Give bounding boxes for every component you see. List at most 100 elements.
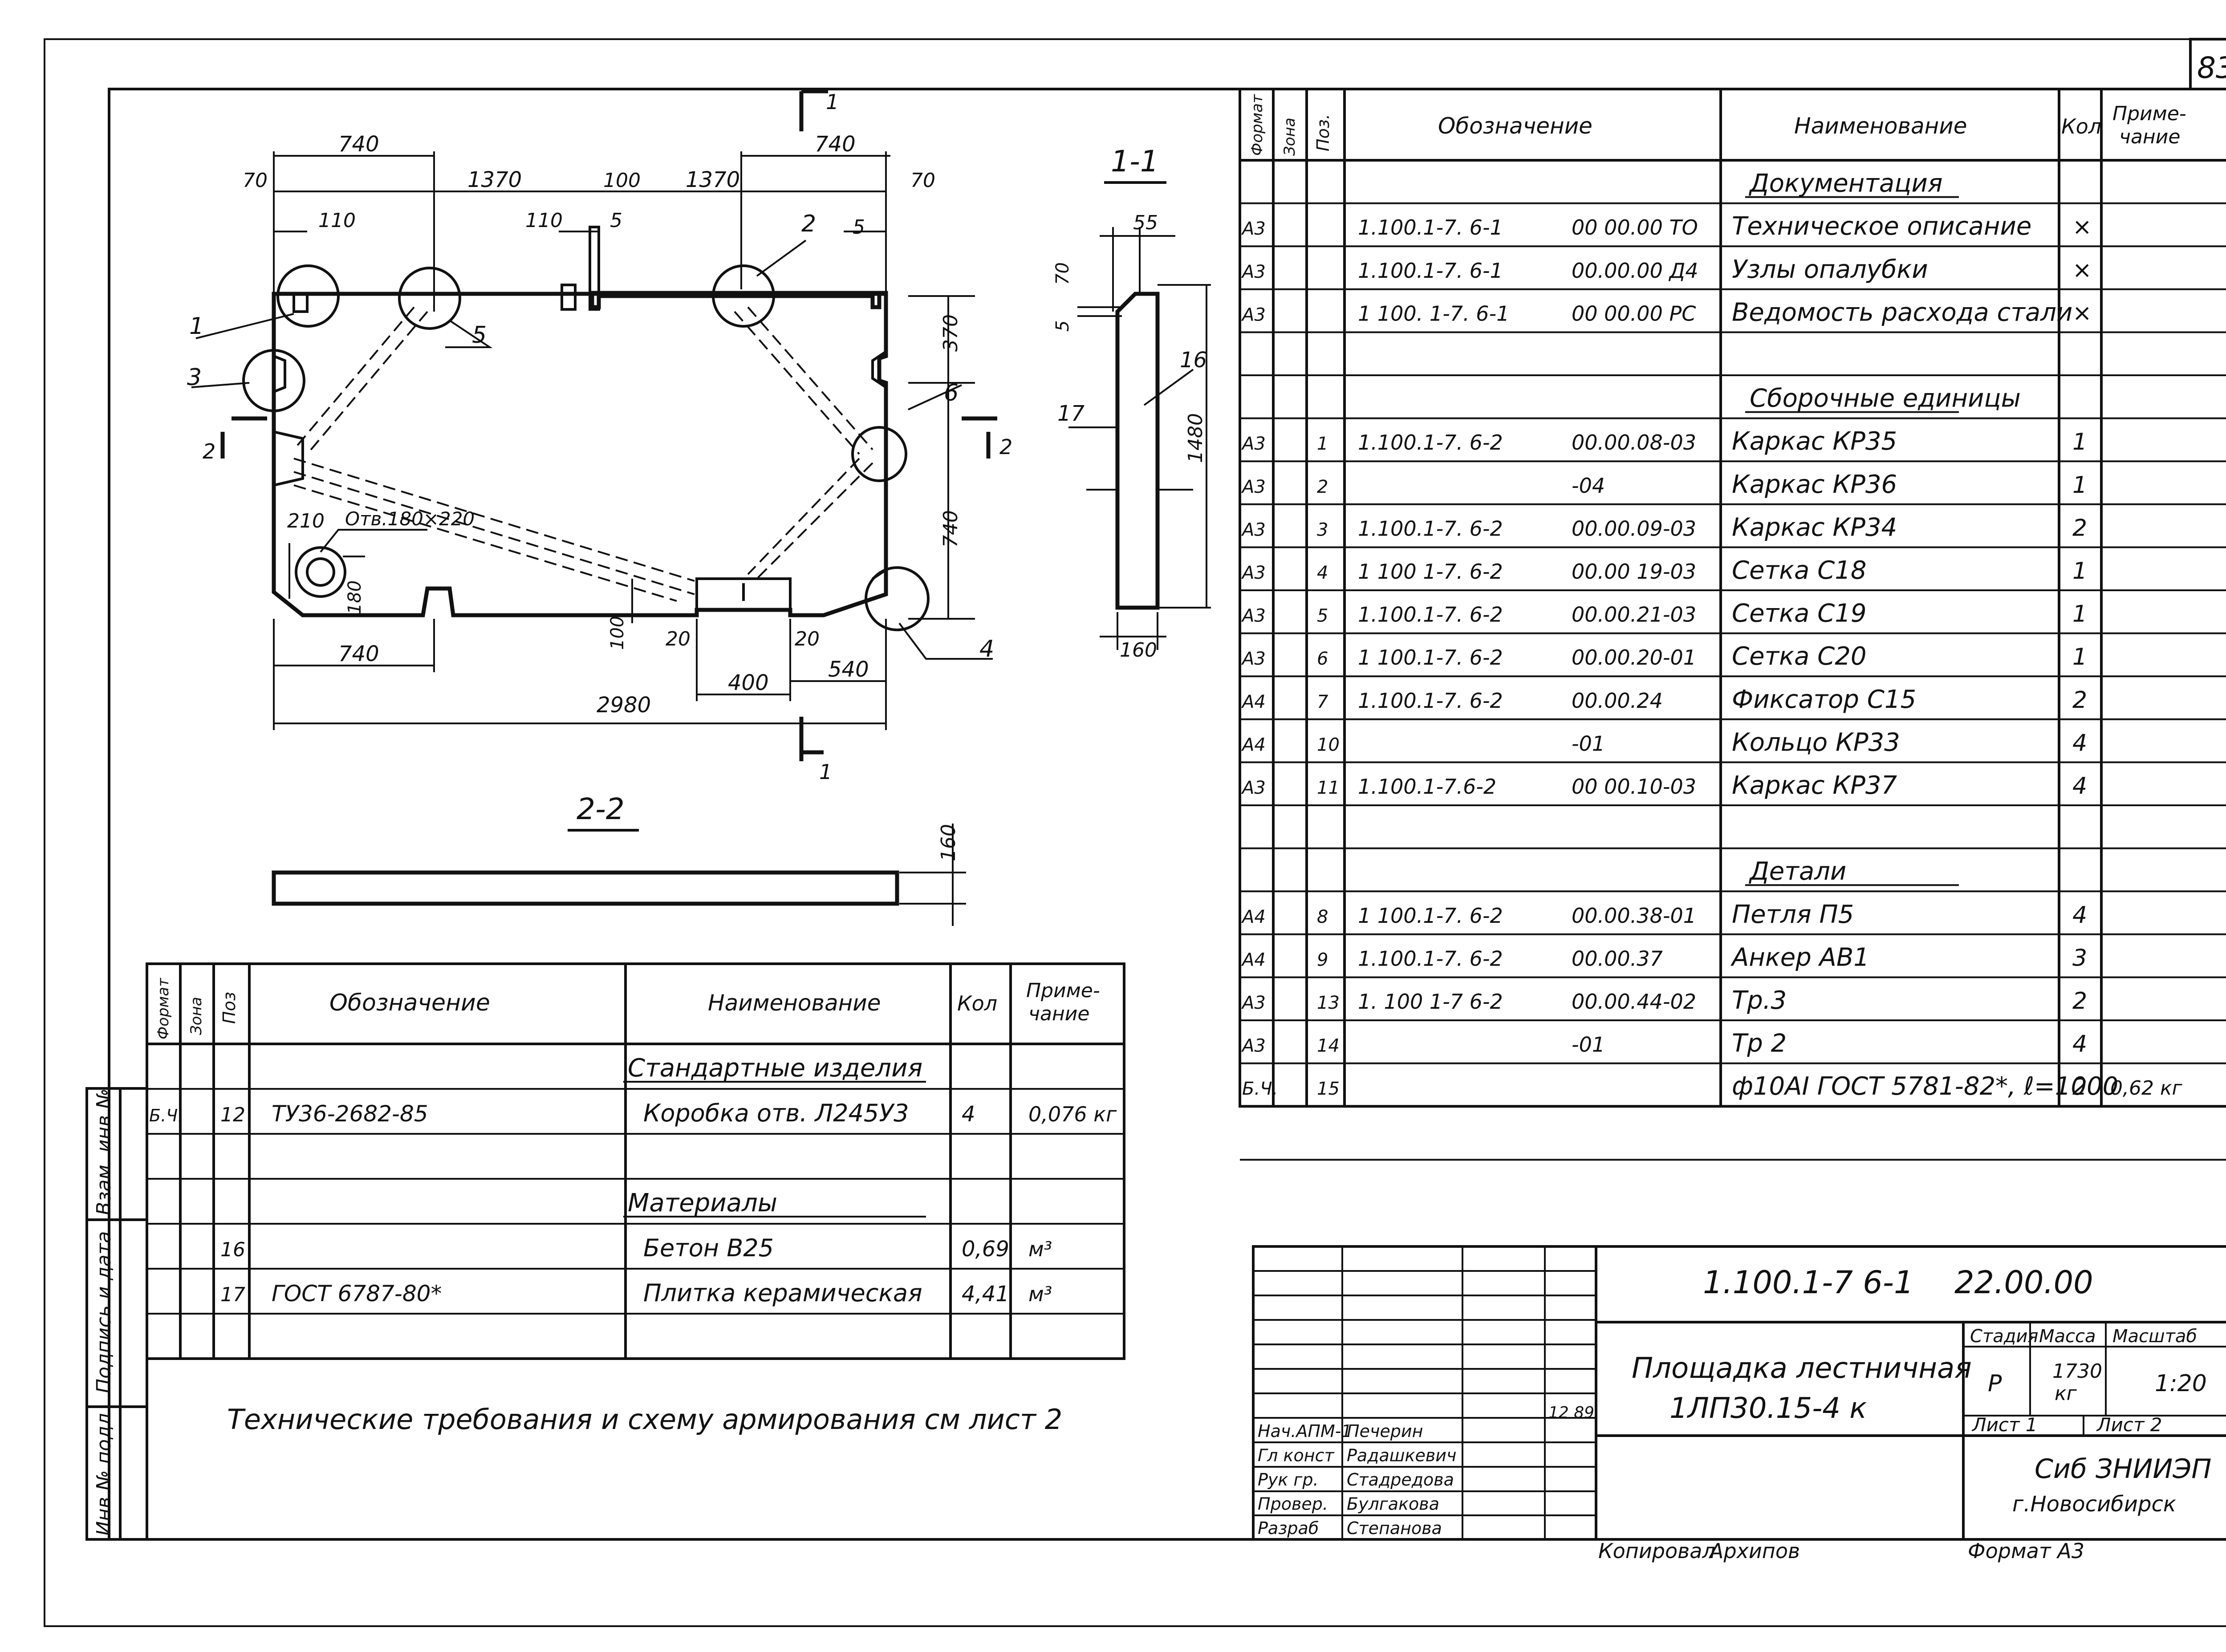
spec-top-row-designation-2: 00.00.20-01 <box>1572 645 1696 670</box>
spec-top-row-qty: 4 <box>2072 730 2087 756</box>
spec-top-row-name: Фиксатор С15 <box>1732 685 1916 714</box>
tb-person-role: Нач.АПМ-1 <box>1258 1421 1352 1441</box>
spec-top-row-designation: 1.100.1-7. 6-2 <box>1358 430 1503 455</box>
spec-bot-section-title: Материалы <box>628 1189 777 1218</box>
outer-border <box>44 38 2226 1627</box>
spec-top-row-designation: 1. 100 1-7 6-2 <box>1358 990 1503 1014</box>
title-block: 1.100.1-7 6-1 22.00.00 Площадка лестничн… <box>1252 1245 2226 1541</box>
spec-top-row-qty: 1 <box>2072 429 2087 455</box>
spec-top-hdr-zone: Зона <box>1281 118 1299 156</box>
spec-top-row-designation-2: 00 00.00 РС <box>1572 301 1696 325</box>
spec-top-row-designation-2: 00.00.08-03 <box>1572 430 1696 455</box>
detail-circle-1 <box>276 264 340 328</box>
hole-outer <box>295 546 346 598</box>
spec-bot-hdr-format: Формат <box>154 978 172 1039</box>
spec-top-row-pos: 7 <box>1317 692 1328 712</box>
tb-org-1: Сиб ЗНИИЭП <box>2035 1453 2211 1485</box>
section-cut-1-bottom <box>799 717 824 761</box>
spec-top-row-qty: 1 <box>2072 601 2087 628</box>
spec-top-row-format: А3 <box>1241 304 1266 325</box>
dim-1370-right: 1370 <box>686 167 740 192</box>
right-notch <box>871 350 887 389</box>
stamp-inv-orig: Инв.№ подл. <box>93 1407 115 1536</box>
sec-dim-70: 70 <box>1052 262 1073 285</box>
dim-740-bottom: 740 <box>338 641 379 666</box>
spec-top-row-designation-2: 00.00.24 <box>1572 689 1663 713</box>
dim-100-vert: 100 <box>607 616 628 650</box>
spec-bot-hdr-zone: Зона <box>187 997 205 1035</box>
tb-number: 22.00.00 <box>1954 1264 2093 1301</box>
spec-top-row-name: Сетка С18 <box>1732 556 1866 585</box>
spec-top-row-pos: 9 <box>1317 950 1328 970</box>
spec-bot-row-format: Б.Ч. <box>149 1106 183 1125</box>
spec-top-row-qty: × <box>2072 214 2092 240</box>
spec-bot-row-pos: 16 <box>220 1238 245 1261</box>
spec-top-row-format: А3 <box>1241 477 1266 497</box>
dim-5-mid: 5 <box>610 209 622 232</box>
spec-top-hdr-designation: Обозначение <box>1438 113 1592 139</box>
callout-3: 3 <box>187 364 202 391</box>
spec-top-row-designation: 1.100.1-7. 6-1 <box>1358 215 1503 239</box>
spec-top-row-qty: × <box>2072 300 2092 326</box>
tb-title-2: 1ЛП30.15-4 к <box>1670 1392 1867 1425</box>
spec-top-row-pos: 4 <box>1317 563 1328 583</box>
tb-org-2: г.Новосибирск <box>2012 1492 2176 1517</box>
spec-bot-row-note: м³ <box>1028 1237 1052 1261</box>
spec-top-row-name: Кольцо КР33 <box>1732 728 1900 757</box>
dim-100: 100 <box>603 169 641 192</box>
spec-top-row-designation: 1.100.1-7. 6-1 <box>1358 259 1503 283</box>
spec-top-row-format: А3 <box>1241 606 1266 626</box>
page-number: 83 <box>2197 51 2226 85</box>
dim-180: 180 <box>345 580 365 614</box>
spec-top-row-name: Тр.3 <box>1732 986 1787 1015</box>
sec-dim-1480: 1480 <box>1184 413 1207 463</box>
dim-400: 400 <box>728 670 769 695</box>
spec-top-row-qty: 4 <box>2072 902 2087 929</box>
detail-circle-3 <box>242 349 305 412</box>
copied-label: Копировал <box>1598 1539 1715 1563</box>
tb-person-name: Стадредова <box>1347 1470 1454 1490</box>
spec-top-row-name: Анкер АВ1 <box>1730 943 1869 972</box>
spec-top-section-title: Сборочные единицы <box>1750 384 2021 413</box>
spec-bot-row-note: 0,076 кг <box>1028 1102 1117 1126</box>
spec-bot-row-name: Коробка отв. Л245У3 <box>643 1099 909 1127</box>
top-notch-1 <box>292 292 309 313</box>
rebar-diagonal-3 <box>293 458 695 602</box>
spec-top-row-pos: 3 <box>1317 520 1328 540</box>
spec-top-row-pos: 14 <box>1317 1036 1340 1056</box>
spec-top-row-qty: 1 <box>2072 644 2087 670</box>
spec-top-hdr-name: Наименование <box>1794 113 1967 139</box>
spec-top-hdr-pos: Поз. <box>1313 114 1333 151</box>
section-1-1-leaders <box>1068 369 1194 428</box>
spec-top-row-designation-2: 00.00.38-01 <box>1572 904 1696 928</box>
spec-top-row-pos: 2 <box>1317 477 1328 497</box>
spec-top-row-designation-2: -01 <box>1572 1033 1605 1057</box>
spec-bot-hdr-designation: Обозначение <box>329 990 490 1016</box>
slab-outline <box>272 291 888 617</box>
spec-top-row-pos: 1 <box>1317 434 1328 454</box>
tb-code: 1.100.1-7 6-1 <box>1703 1264 1914 1301</box>
dim-110-mid: 110 <box>525 209 563 232</box>
spec-top-row-pos: 11 <box>1317 778 1340 798</box>
section-mark-2-right: 2 <box>999 435 1012 459</box>
tb-person-role: Гл конст <box>1258 1446 1335 1465</box>
spec-top-row-pos: 5 <box>1317 606 1328 626</box>
spec-bot-row-note: м³ <box>1028 1282 1052 1306</box>
spec-top-row-designation-2: -01 <box>1572 731 1605 755</box>
spec-bot-hdr-pos: Поз <box>219 992 239 1024</box>
spec-top-row-qty: 1 <box>2072 472 2087 499</box>
spec-top-row-format: А4 <box>1241 735 1266 755</box>
spec-top-row-designation-2: 00.00 19-03 <box>1572 560 1696 584</box>
spec-top-row-format: А4 <box>1241 950 1266 970</box>
dim-740-vert: 740 <box>939 510 962 548</box>
spec-top-row-qty: 2 <box>2072 687 2087 714</box>
section-mark-2-left: 2 <box>203 439 215 463</box>
spec-top-row-name: Сетка С19 <box>1732 599 1866 628</box>
callout-4: 4 <box>979 636 994 662</box>
rebar-diagonal-2 <box>734 306 873 455</box>
dim-2980: 2980 <box>597 693 651 718</box>
spec-top-row-designation: 1 100 1-7. 6-2 <box>1358 560 1503 584</box>
dim-740-top-left: 740 <box>338 132 379 157</box>
